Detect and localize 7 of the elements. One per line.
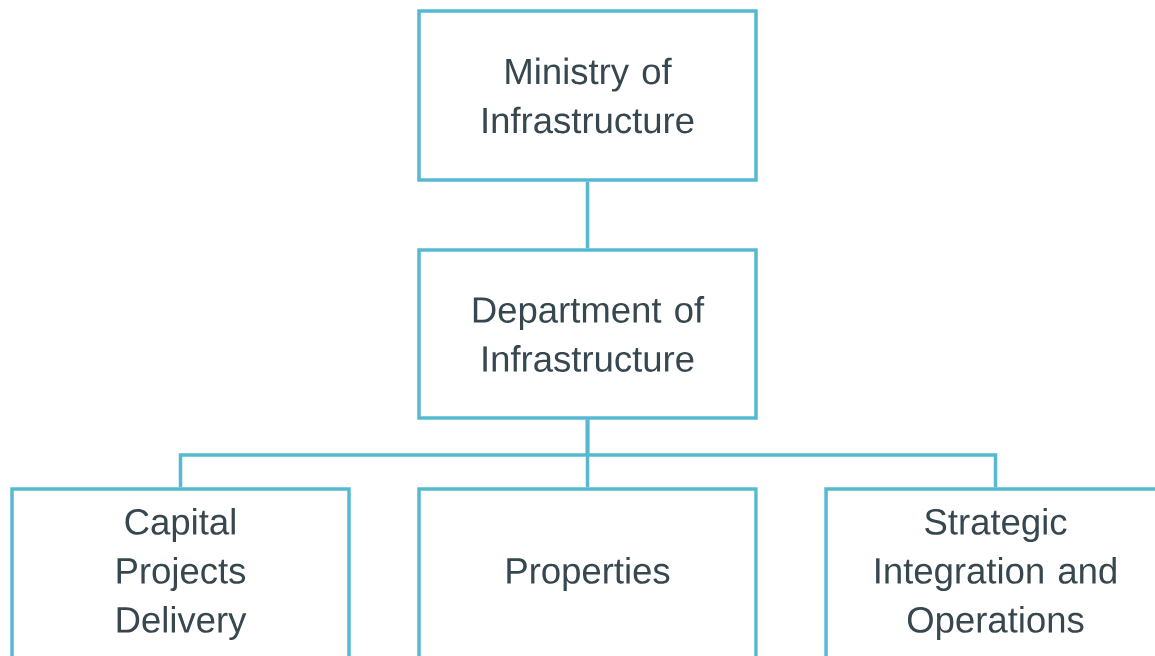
org-box: Properties	[417, 487, 758, 656]
org-box: Ministry of Infrastructure	[417, 9, 758, 182]
org-box: Strategic Integration and Operations	[824, 487, 1155, 656]
connector-line	[585, 181, 590, 249]
connector-line	[585, 419, 998, 488]
org-box: Department of Infrastructure	[417, 248, 758, 420]
org-box: Capital Projects Delivery	[10, 487, 351, 656]
